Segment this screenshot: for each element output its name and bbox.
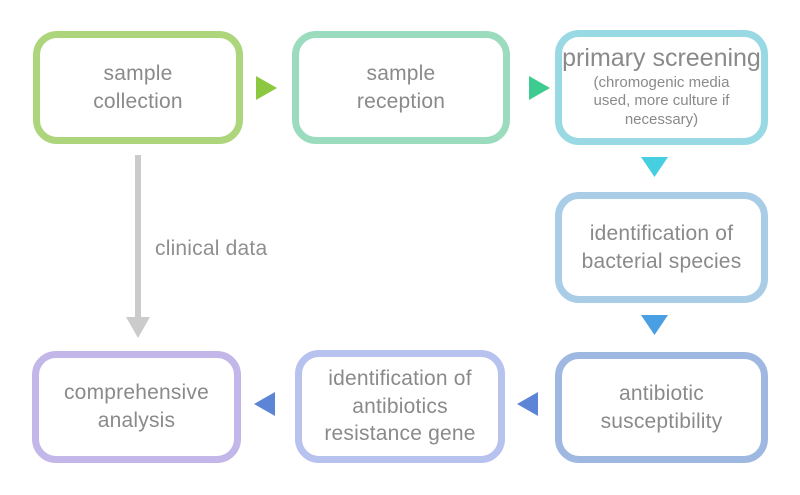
node-primary-screening: primary screening (chromogenic media use… xyxy=(555,30,768,145)
arrow-left-resistance-gene-to-analysis xyxy=(254,392,275,416)
clinical-data-arrowhead xyxy=(126,317,150,338)
node-comprehensive-analysis-label: comprehensive analysis xyxy=(63,381,209,432)
arrow-right-reception-to-screening xyxy=(529,76,550,100)
node-identification-bacterial-species-label: identification of bacterial species xyxy=(581,221,742,273)
node-primary-screening-label: primary screening xyxy=(562,44,761,73)
node-sample-collection: sample collection xyxy=(33,31,243,144)
node-antibiotic-susceptibility: antibiotic susceptibility xyxy=(555,352,768,463)
node-identification-bacterial-species: identification of bacterial species xyxy=(555,192,768,303)
node-antibiotic-susceptibility-label: antibiotic susceptibility xyxy=(600,381,723,433)
node-comprehensive-analysis: comprehensive analysis xyxy=(32,351,241,463)
clinical-data-arrow-line xyxy=(135,155,141,317)
node-sample-reception-label: sample reception xyxy=(356,61,446,113)
node-antibiotics-resistance-gene: identification of antibiotics resistance… xyxy=(295,350,505,463)
arrow-down-identification-to-susceptibility xyxy=(641,315,668,335)
node-antibiotics-resistance-gene-label: identification of antibiotics resistance… xyxy=(324,366,476,446)
arrow-left-susceptibility-to-resistance-gene xyxy=(517,392,538,416)
arrow-down-screening-to-identification xyxy=(641,157,668,177)
node-sample-collection-label: sample collection xyxy=(93,61,183,113)
arrow-right-collection-to-reception xyxy=(256,76,277,100)
clinical-data-label: clinical data xyxy=(155,237,268,260)
node-primary-screening-note: (chromogenic media used, more culture if… xyxy=(593,73,730,129)
node-sample-reception: sample reception xyxy=(292,31,510,144)
